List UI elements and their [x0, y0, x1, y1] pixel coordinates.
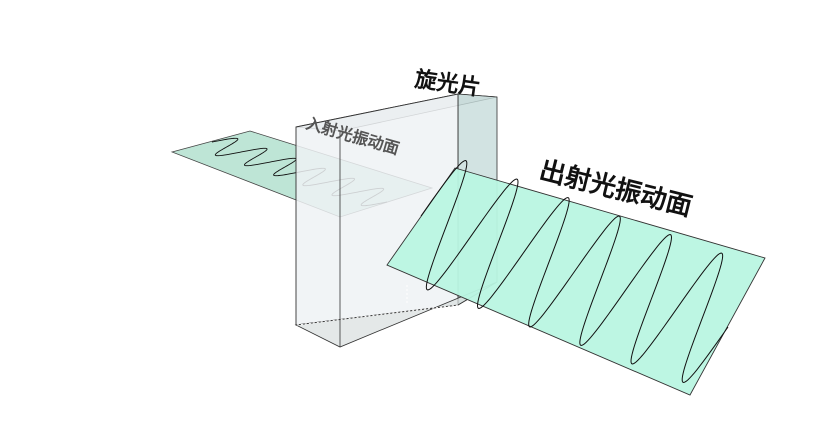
outgoing-wave-curve: [420, 160, 729, 383]
outgoing-vibration-plane: [386, 167, 766, 396]
rotator-label: 旋光片: [413, 66, 482, 101]
outgoing-wave: [420, 160, 729, 383]
